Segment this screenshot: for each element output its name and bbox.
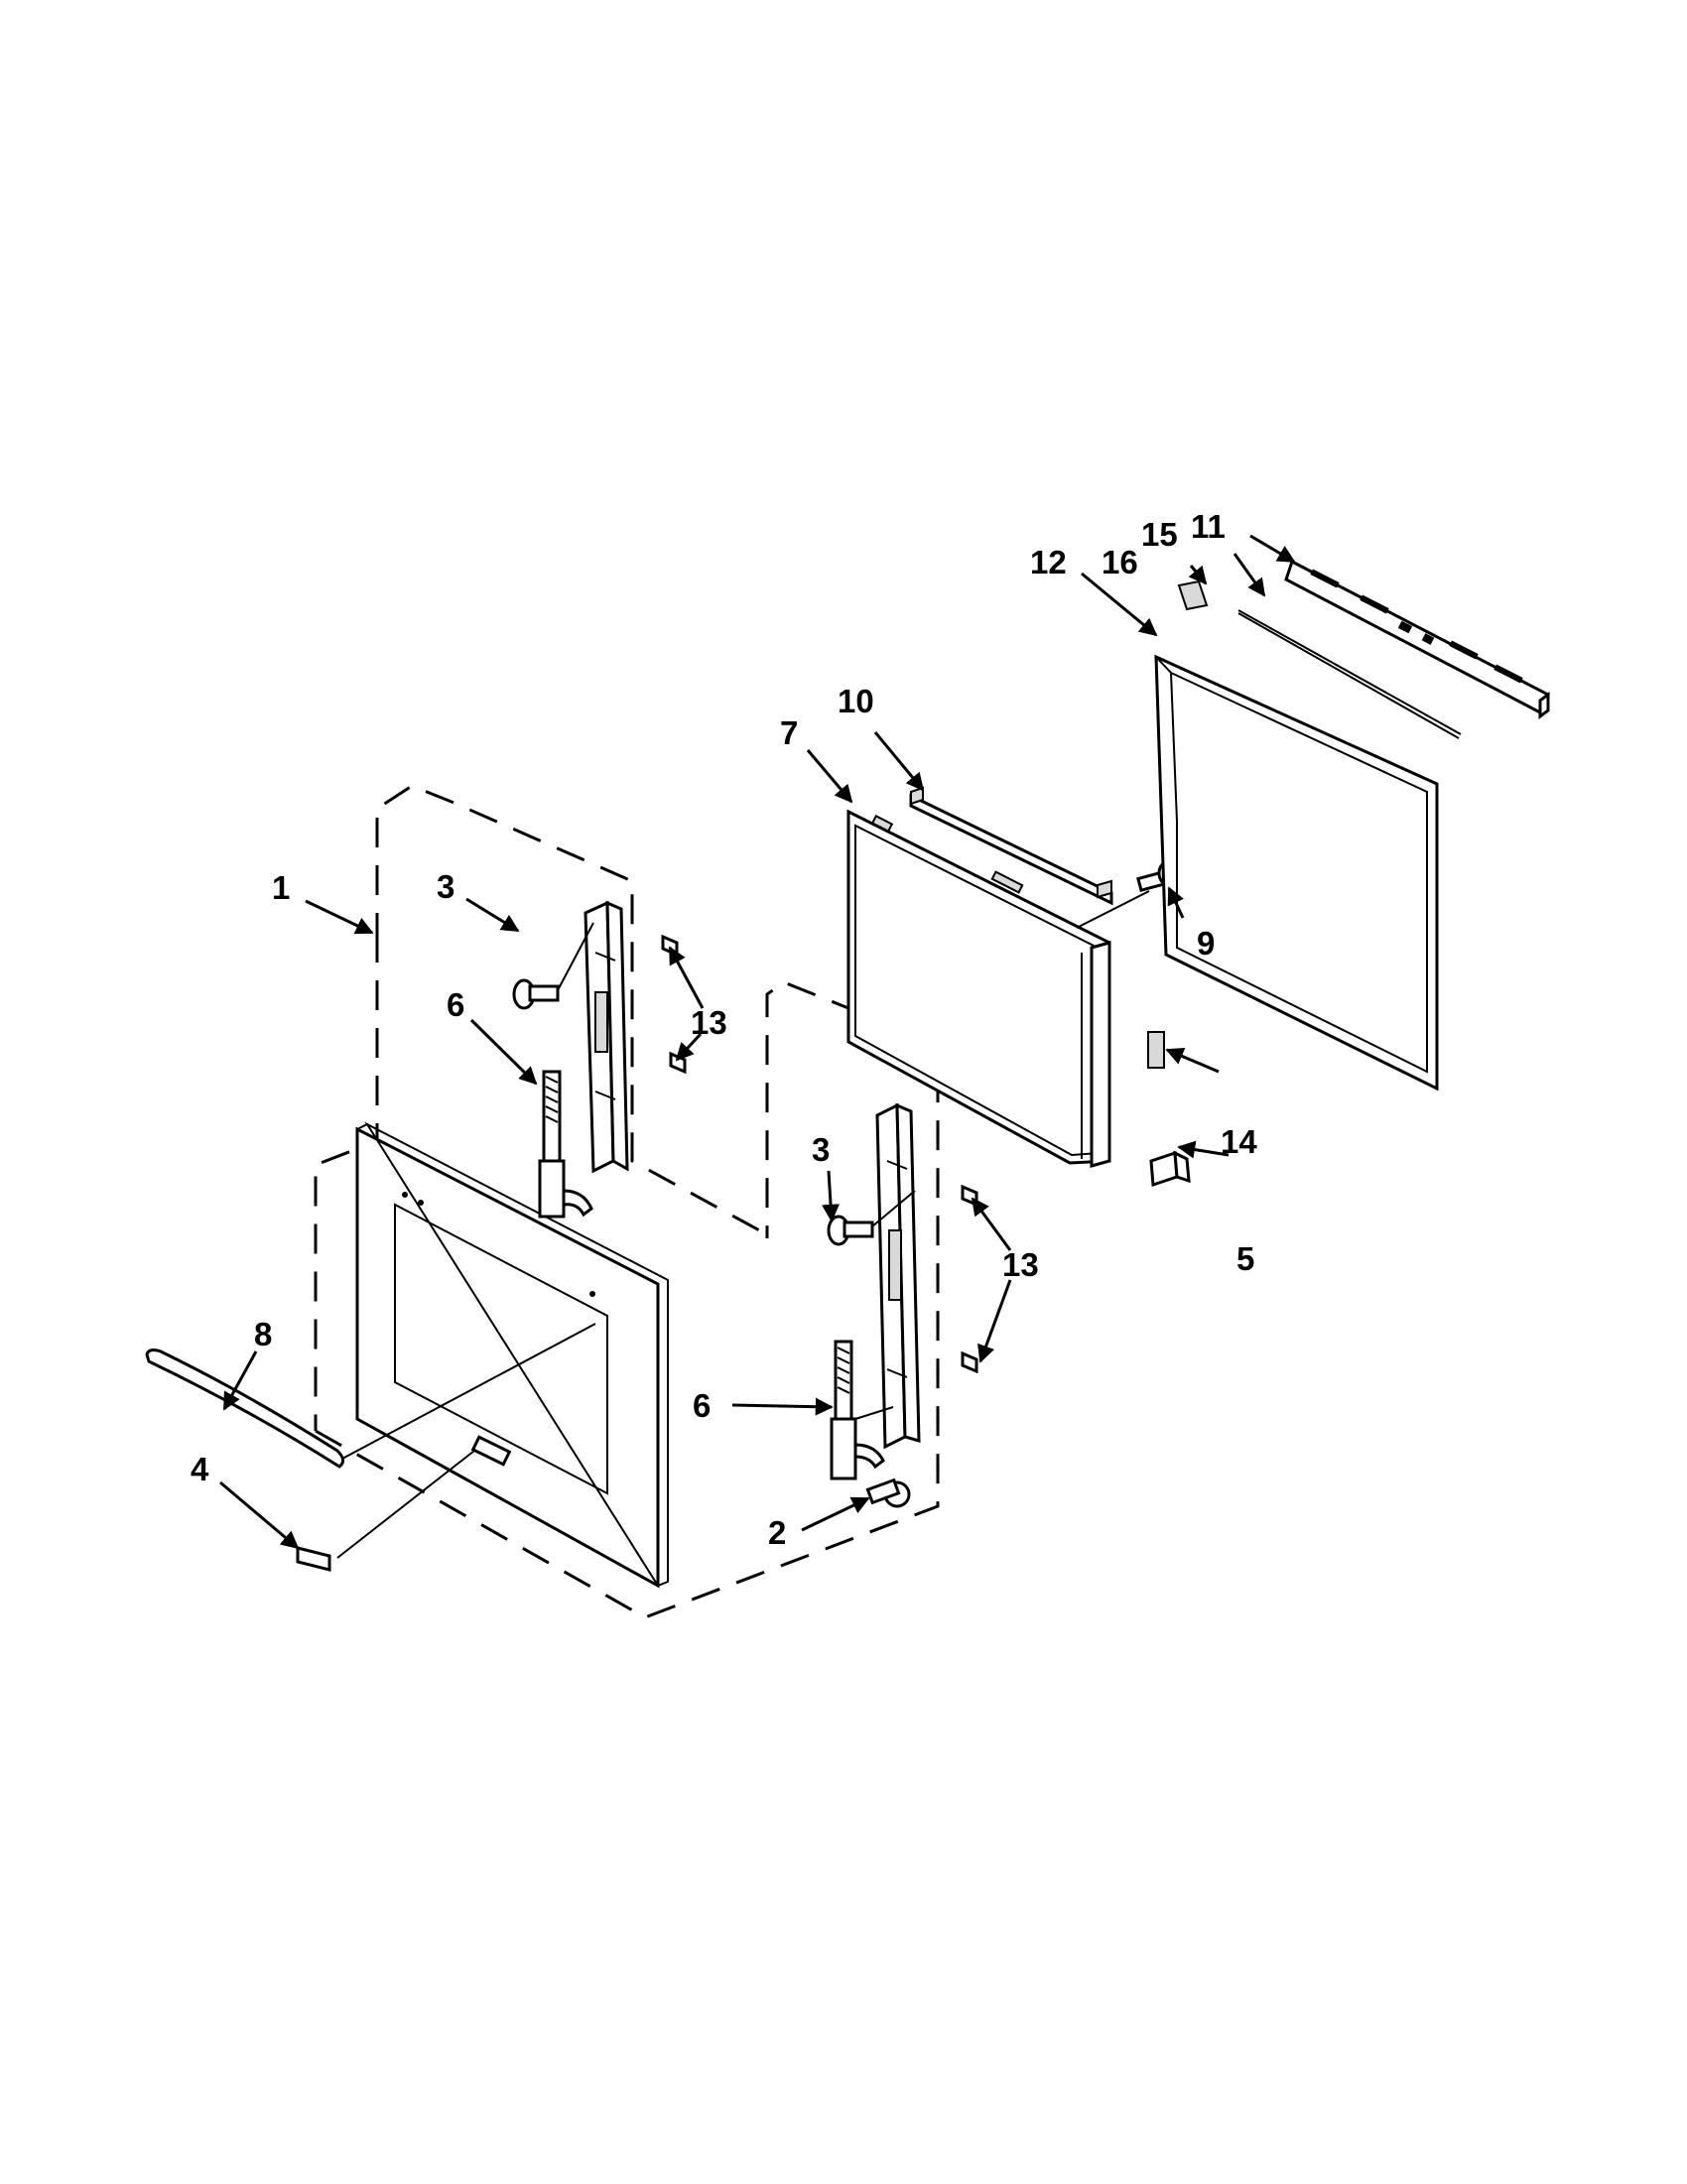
callout-1: 1 [272,869,290,906]
callout-5: 5 [1236,1240,1254,1277]
pad-16 [1177,579,1209,611]
callout-3-left: 3 [437,868,454,905]
callout-8: 8 [254,1316,272,1352]
callout-16: 16 [1102,544,1138,580]
right-hinge-assembly [827,1102,978,1508]
clip-13-left-lower [669,1051,687,1075]
outer-door-panel [355,1121,669,1589]
screw-3-right [827,1190,916,1246]
callout-6-left: 6 [447,986,464,1023]
callout-10: 10 [838,683,874,719]
inner-glass-panel [1154,654,1439,1092]
callout-9: 9 [1197,925,1215,962]
callout-11: 11 [1191,508,1226,545]
hinge-6-right [830,1340,894,1480]
callout-13-right: 13 [1002,1246,1039,1283]
inner-door-frame [846,809,1111,1168]
clip-13-right-lower [961,1350,978,1374]
callout-12: 12 [1030,544,1067,580]
left-hinge-assembly [512,900,687,1219]
block-14 [1147,1031,1165,1069]
callout-4: 4 [191,1451,209,1487]
badge [296,1450,475,1572]
callout-3-right: 3 [812,1131,830,1168]
latch-5 [1149,1150,1191,1188]
callout-labels: 1 3 6 13 7 10 9 11 15 16 12 14 5 3 13 6 … [191,508,1257,1551]
callout-14: 14 [1221,1123,1257,1160]
door-rod [909,786,1150,929]
callout-15: 15 [1141,516,1178,553]
callout-2: 2 [768,1514,786,1551]
clip-13-left-upper [661,934,679,958]
screw-3-left [512,922,594,1010]
callout-7: 7 [780,714,798,751]
vent-trim [1284,559,1550,719]
leader-lines [219,534,1296,1550]
door-handle [145,1323,596,1469]
callout-13-left: 13 [691,1004,727,1041]
seal-strip [1237,609,1462,739]
callout-6-right: 6 [693,1387,711,1424]
screw-2 [865,1477,911,1508]
hinge-6-left [538,1070,593,1219]
